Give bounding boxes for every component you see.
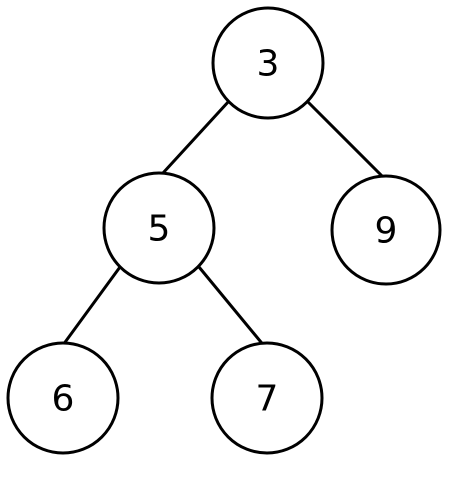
tree-node-9: 9 <box>330 174 442 286</box>
tree-node-5: 5 <box>102 171 216 285</box>
tree-node-6: 6 <box>6 341 120 455</box>
node-circle <box>330 174 442 286</box>
edges-layer <box>61 99 385 349</box>
node-circle <box>102 171 216 285</box>
nodes-layer: 3 5 9 6 7 <box>6 6 442 455</box>
node-circle <box>211 6 325 120</box>
tree-node-3: 3 <box>211 6 325 120</box>
node-circle <box>210 341 324 455</box>
edge-5-7 <box>197 265 267 349</box>
node-label: 6 <box>52 379 75 420</box>
node-label: 3 <box>257 44 280 85</box>
node-circle <box>6 341 120 455</box>
node-label: 7 <box>256 379 279 420</box>
node-label: 5 <box>148 209 171 250</box>
edge-3-5 <box>161 99 231 175</box>
tree-node-7: 7 <box>210 341 324 455</box>
edge-5-6 <box>61 265 122 347</box>
node-label: 9 <box>375 211 398 252</box>
edge-3-9 <box>305 99 385 179</box>
